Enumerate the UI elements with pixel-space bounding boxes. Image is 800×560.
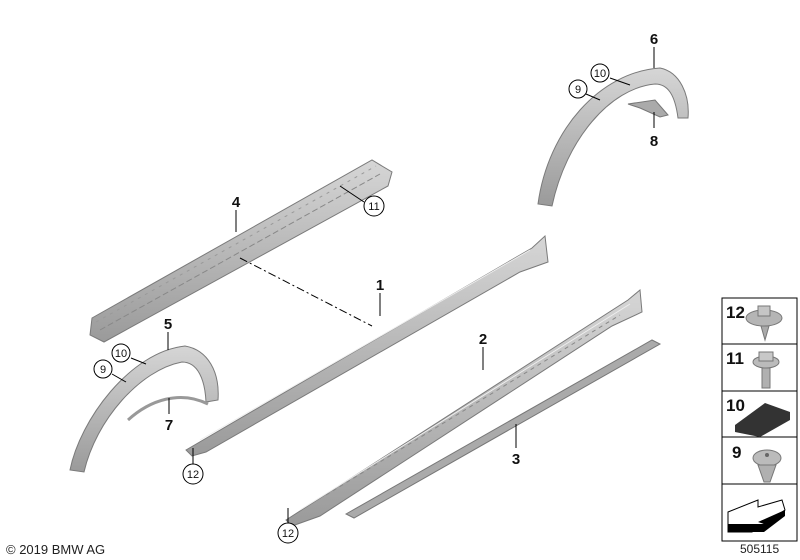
callout-circle-11: 11 (368, 201, 379, 213)
part-6-rear-wheel-arch (537, 67, 689, 207)
part-4-rocker-support (89, 159, 393, 343)
callout-5: 5 (164, 316, 172, 333)
legend-label-11: 11 (726, 349, 744, 368)
leader-lines (111, 47, 655, 523)
copyright: © 2019 BMW AG (6, 542, 106, 557)
legend-label-12: 12 (726, 303, 745, 322)
screw-with-washer-icon (745, 305, 783, 342)
part-1-side-sill (185, 234, 549, 457)
expanding-rivet-icon (752, 449, 782, 483)
callout-circle-12: 12 (187, 469, 199, 481)
pad-icon (735, 403, 790, 437)
callout-circle-10: 10 (115, 348, 127, 360)
callout-3: 3 (512, 451, 520, 468)
assembly-line (239, 257, 373, 327)
hex-bolt-icon (752, 351, 780, 389)
part-5-front-wheel-arch (69, 345, 219, 473)
part-3-trim-strip (344, 339, 662, 519)
part-7-bracket (126, 396, 209, 422)
callout-2: 2 (479, 331, 487, 348)
callout-8: 8 (650, 133, 658, 150)
callout-1: 1 (376, 277, 384, 294)
callout-circle-9: 9 (100, 364, 106, 376)
callout-circle-9: 9 (575, 84, 581, 96)
direction-arrow-icon (727, 499, 786, 533)
part-8-bracket (627, 99, 669, 118)
callout-4: 4 (232, 194, 241, 211)
fastener-legend: 12 11 10 9 (721, 297, 798, 542)
callout-6: 6 (650, 31, 658, 48)
callout-circle-10: 10 (594, 68, 606, 80)
legend-label-9: 9 (732, 443, 741, 462)
legend-label-10: 10 (726, 396, 745, 415)
callout-circle-12: 12 (282, 528, 294, 540)
diagram-number: 505115 (740, 542, 780, 556)
callout-7: 7 (165, 417, 173, 434)
